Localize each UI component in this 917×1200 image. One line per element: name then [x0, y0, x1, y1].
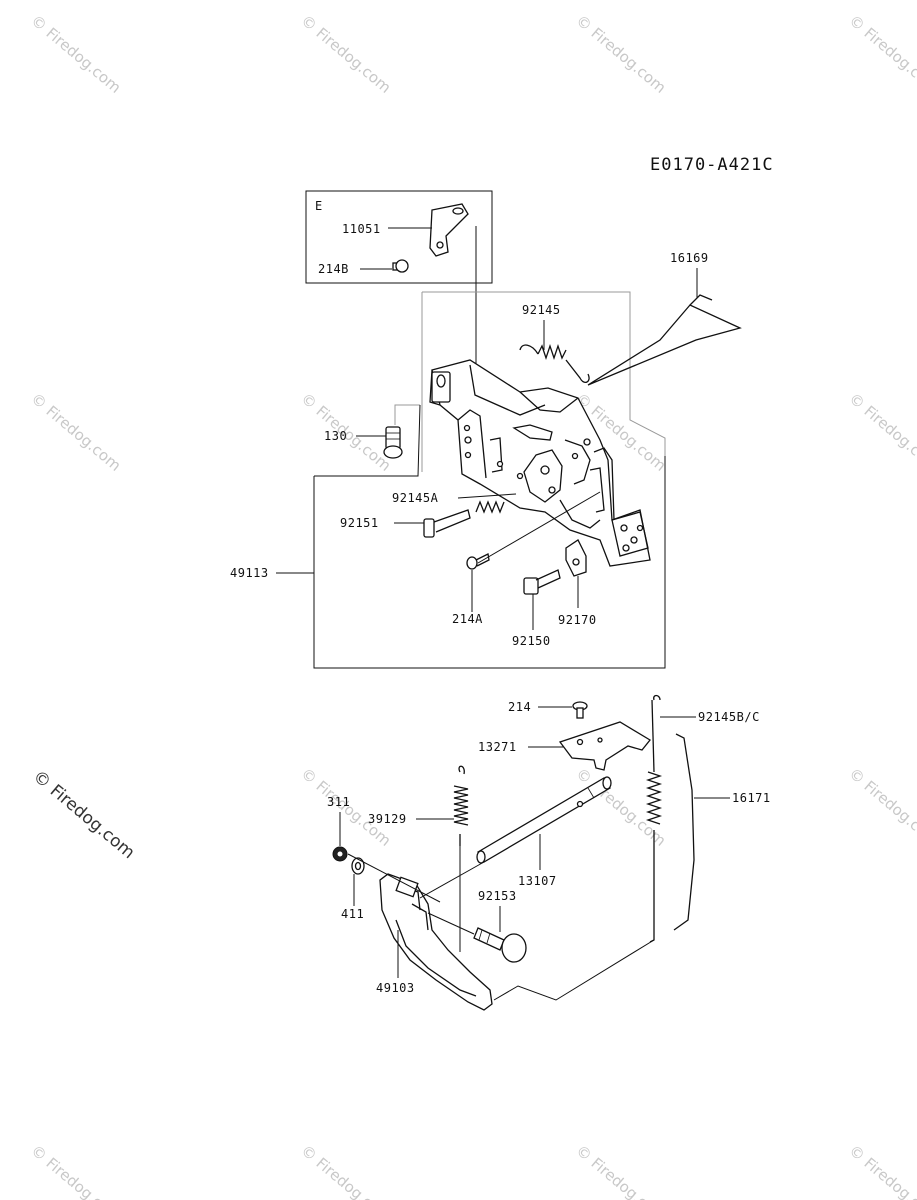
- watermark-main: © Firedog.com: [29, 767, 139, 864]
- assembly-outline: [422, 291, 666, 456]
- inset-frame: [305, 190, 493, 284]
- inset-letter: E: [315, 199, 323, 213]
- bracket-92170: 92170: [558, 539, 597, 627]
- screw-214A: 214A: [452, 491, 601, 626]
- label-92151: 92151: [340, 516, 379, 530]
- label-92170: 92170: [558, 613, 597, 627]
- spring-92145A: 92145A: [392, 491, 517, 514]
- inset-e: E 11051 214B: [305, 190, 493, 284]
- rod-16171: 16171: [673, 733, 771, 931]
- watermark: © Firedog.com: [845, 764, 917, 849]
- watermark: © Firedog.com: [27, 389, 124, 474]
- nut-311: 311: [327, 795, 350, 862]
- leader-nut-lever: [347, 853, 441, 903]
- watermark: © Firedog.com: [27, 11, 124, 96]
- bracket-11051: [429, 203, 469, 257]
- label-311: 311: [327, 795, 350, 809]
- label-92150: 92150: [512, 634, 551, 648]
- watermark: © Firedog.com: [845, 1141, 917, 1200]
- label-214B: 214B: [318, 262, 349, 276]
- shaft-13107: 13107: [476, 776, 612, 888]
- spring-39129: 39129: [368, 765, 469, 846]
- spring-92145: 92145: [519, 303, 590, 383]
- watermark: © Firedog.com: [845, 389, 917, 474]
- label-16171: 16171: [732, 791, 771, 805]
- rod-16169: 16169: [587, 251, 742, 386]
- leader-bolt-lever: [427, 912, 475, 935]
- lever-49103: 49103: [376, 873, 493, 1011]
- bolt-214B: [392, 259, 409, 273]
- label-13107: 13107: [518, 874, 557, 888]
- watermark: © Firedog.com: [572, 11, 669, 96]
- plate-13271: 13271: [478, 721, 651, 771]
- bolt-130: 130: [324, 426, 403, 459]
- label-16169: 16169: [670, 251, 709, 265]
- watermark: © Firedog.com: [845, 11, 917, 96]
- label-11051: 11051: [342, 222, 381, 236]
- watermark: © Firedog.com: [572, 1141, 669, 1200]
- spring-92145BC: 92145B/C: [645, 694, 760, 943]
- label-39129: 39129: [368, 812, 407, 826]
- watermark: © Firedog.com: [297, 1141, 394, 1200]
- leader-lever-spring: [493, 939, 655, 1001]
- label-92145A: 92145A: [392, 491, 439, 505]
- label-214: 214: [508, 700, 531, 714]
- label-92153: 92153: [478, 889, 517, 903]
- watermark: © Firedog.com: [27, 1141, 124, 1200]
- screw-214: 214: [508, 700, 588, 719]
- label-13271: 13271: [478, 740, 517, 754]
- leader-shaft-lever: [419, 861, 485, 899]
- assembly-49113: 49113: [230, 404, 666, 669]
- control-plate: [429, 359, 651, 567]
- label-49103: 49103: [376, 981, 415, 995]
- watermark: © Firedog.com: [297, 11, 394, 96]
- bolt-92150: 92150: [512, 569, 561, 648]
- label-92145: 92145: [522, 303, 561, 317]
- bolt-92153: 92153: [473, 889, 527, 963]
- label-92145BC: 92145B/C: [698, 710, 760, 724]
- washer-411: 411: [341, 857, 365, 921]
- screw-92151: 92151: [340, 509, 471, 538]
- label-411: 411: [341, 907, 364, 921]
- label-214A: 214A: [452, 612, 483, 626]
- diagram-code: E0170-A421C: [650, 155, 774, 175]
- label-49113: 49113: [230, 566, 269, 580]
- label-130: 130: [324, 429, 347, 443]
